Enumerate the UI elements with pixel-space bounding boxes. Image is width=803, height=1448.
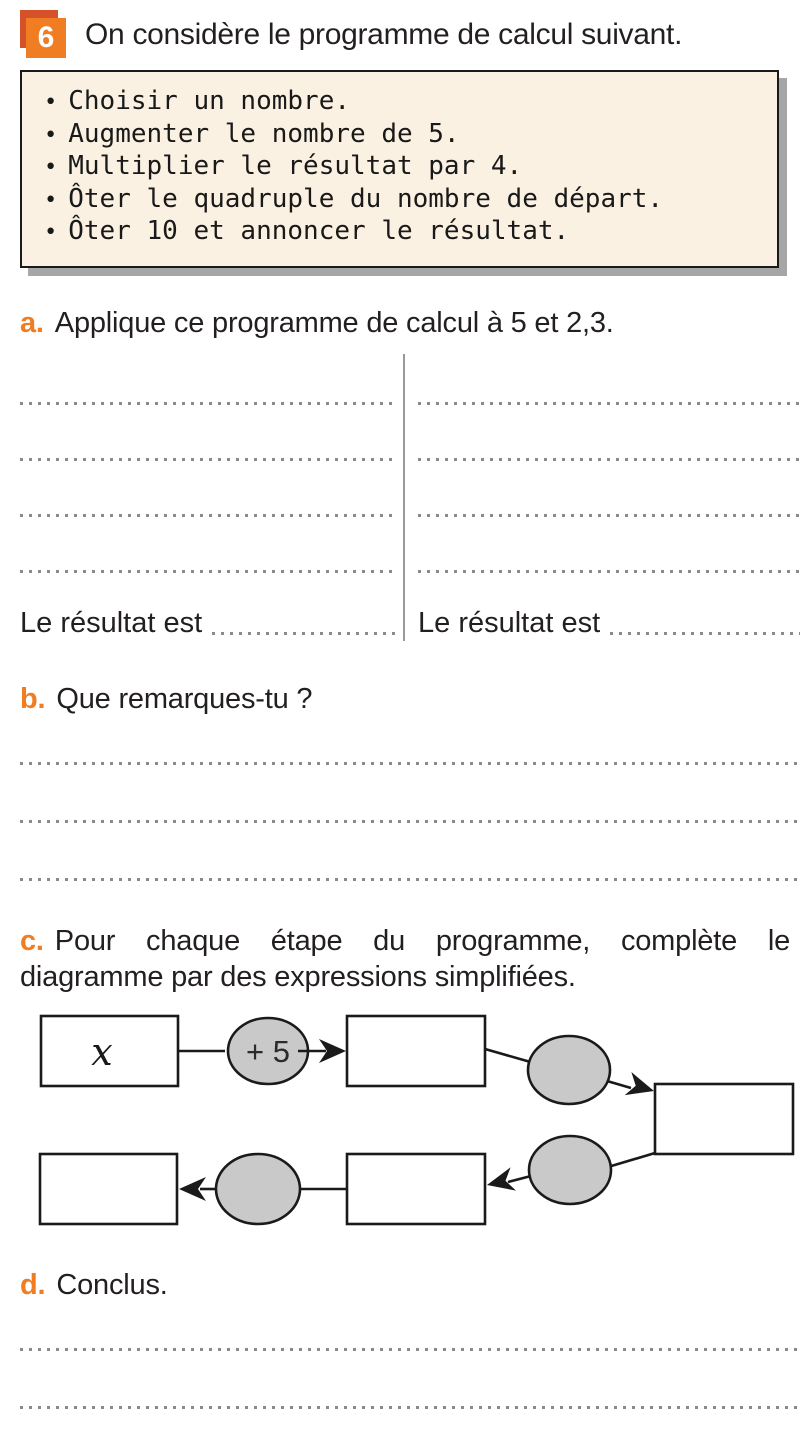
result-line-right: Le résultat est bbox=[418, 605, 800, 641]
connector-line bbox=[484, 1047, 535, 1064]
answer-line bbox=[20, 877, 800, 881]
program-step-1: Choisir un nombre. bbox=[44, 86, 759, 119]
diagram-box-4 bbox=[345, 1152, 487, 1225]
question-b-label: b. bbox=[20, 682, 46, 715]
answer-line bbox=[20, 569, 395, 573]
diagram-box-3 bbox=[653, 1082, 795, 1155]
question-c-label: c. bbox=[20, 924, 44, 957]
connector-line bbox=[607, 1151, 656, 1168]
question-d-text: Conclus. bbox=[56, 1268, 168, 1301]
diagram-op-ellipse-4 bbox=[214, 1152, 302, 1225]
answer-column-left: Le résultat est bbox=[20, 354, 403, 641]
question-a-heading: a. Applique ce programme de calcul à 5 et… bbox=[20, 305, 800, 341]
diagram-op-plus5-label: + 5 bbox=[246, 1034, 290, 1069]
diagram-end-box bbox=[38, 1152, 179, 1225]
diagram-op-ellipse-3 bbox=[527, 1134, 613, 1205]
exercise-title: On considère le programme de calcul suiv… bbox=[85, 17, 683, 51]
arrowhead-right-1 bbox=[319, 1038, 346, 1063]
answer-columns: Le résultat est Le résultat est bbox=[20, 353, 800, 641]
exercise-header: 6 On considère le programme de calcul su… bbox=[20, 10, 800, 59]
question-d-label: d. bbox=[20, 1268, 46, 1301]
arrowhead-left-2 bbox=[179, 1176, 206, 1201]
answer-area-b bbox=[20, 761, 800, 881]
answer-line bbox=[418, 569, 800, 573]
question-b-text: Que remarques-tu ? bbox=[56, 682, 313, 715]
connector-line bbox=[507, 1174, 532, 1183]
arrowhead-left-1 bbox=[487, 1166, 517, 1191]
column-divider bbox=[403, 353, 405, 641]
answer-line bbox=[20, 457, 395, 461]
program-step-2: Augmenter le nombre de 5. bbox=[44, 119, 759, 152]
question-c-heading: c.Pour chaque étape du programme, complè… bbox=[20, 923, 800, 995]
answer-line bbox=[20, 401, 395, 405]
answer-line bbox=[418, 401, 800, 405]
calculation-flow-diagram: x + 5 bbox=[38, 1014, 795, 1225]
program-steps-list: Choisir un nombre. Augmenter le nombre d… bbox=[44, 86, 759, 249]
question-d-heading: d. Conclus. bbox=[20, 1267, 800, 1303]
result-blank-right bbox=[610, 631, 800, 635]
result-label-left: Le résultat est bbox=[20, 606, 203, 639]
program-box: Choisir un nombre. Augmenter le nombre d… bbox=[20, 70, 779, 268]
diagram-start-box bbox=[39, 1014, 180, 1087]
result-line-left: Le résultat est bbox=[20, 605, 395, 641]
answer-line bbox=[418, 457, 800, 461]
answer-line bbox=[418, 513, 800, 517]
question-a-text: Applique ce programme de calcul à 5 et 2… bbox=[54, 306, 614, 339]
program-step-4: Ôter le quadruple du nombre de départ. bbox=[44, 184, 759, 217]
exercise-number-badge: 6 bbox=[20, 10, 70, 59]
program-step-5: Ôter 10 et annoncer le résultat. bbox=[44, 216, 759, 249]
program-step-3: Multiplier le résultat par 4. bbox=[44, 151, 759, 184]
worksheet-page: 6 On considère le programme de calcul su… bbox=[0, 0, 803, 1409]
connector-line bbox=[606, 1079, 632, 1089]
answer-line bbox=[20, 513, 395, 517]
answer-line bbox=[20, 1405, 800, 1409]
diagram-start-value: x bbox=[91, 1030, 112, 1074]
result-label-right: Le résultat est bbox=[418, 606, 601, 639]
question-c-text: Pour chaque étape du programme, complète… bbox=[20, 924, 790, 993]
result-blank-left bbox=[212, 631, 395, 635]
answer-line bbox=[20, 761, 800, 765]
diagram-op-ellipse-2 bbox=[526, 1034, 612, 1105]
answer-area-d bbox=[20, 1347, 800, 1409]
arrowhead-right-2 bbox=[624, 1071, 654, 1095]
exercise-number: 6 bbox=[26, 18, 66, 58]
answer-line bbox=[20, 1347, 800, 1351]
diagram-box-2 bbox=[345, 1014, 487, 1087]
question-b-heading: b. Que remarques-tu ? bbox=[20, 681, 800, 717]
answer-line bbox=[20, 819, 800, 823]
answer-column-right: Le résultat est bbox=[405, 354, 800, 641]
question-a-label: a. bbox=[20, 306, 44, 339]
